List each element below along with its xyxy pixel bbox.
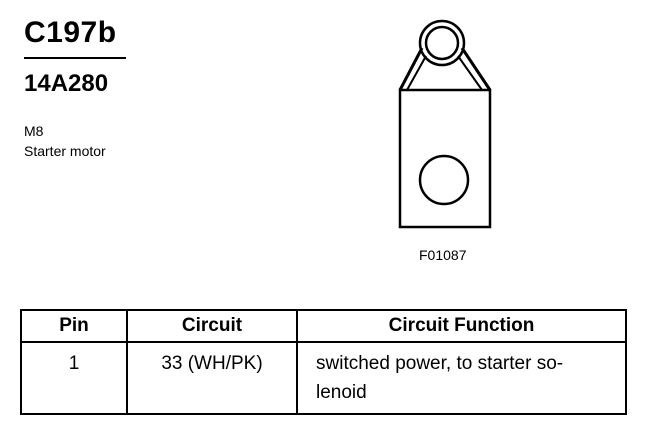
terminal-neck-right-inner	[457, 55, 483, 91]
terminal-hole	[418, 154, 470, 206]
connector-terminal-diagram	[398, 19, 492, 229]
terminal-neck-right	[460, 47, 492, 91]
header-circuit: Circuit	[126, 309, 298, 343]
connector-id: C197b	[24, 16, 117, 49]
pin-table: Pin Circuit Circuit Function 1 33 (WH/PK…	[20, 309, 627, 415]
table-row: 1 33 (WH/PK) switched power, to starter …	[20, 341, 627, 415]
function-line-2: lenoid	[316, 382, 367, 403]
terminal-eyelet-outer	[418, 19, 466, 67]
header-circuit-function: Circuit Function	[296, 309, 627, 343]
function-line-1: switched power, to starter so-	[316, 353, 564, 374]
terminal-neck-left-inner	[406, 55, 427, 91]
terminal-eyelet-inner	[424, 25, 460, 61]
cell-circuit-function: switched power, to starter so-lenoid	[296, 341, 627, 415]
header-pin: Pin	[20, 309, 128, 343]
table-header-row: Pin Circuit Circuit Function	[20, 309, 627, 343]
figure-id: F01087	[419, 247, 467, 263]
component-name: Starter motor	[24, 143, 106, 159]
part-number: 14A280	[24, 70, 109, 97]
terminal-neck-left	[398, 47, 424, 91]
cell-circuit: 33 (WH/PK)	[126, 341, 298, 415]
title-underline	[24, 57, 126, 59]
component-ref: M8	[24, 123, 44, 139]
terminal-body	[398, 88, 492, 229]
cell-pin: 1	[20, 341, 128, 415]
